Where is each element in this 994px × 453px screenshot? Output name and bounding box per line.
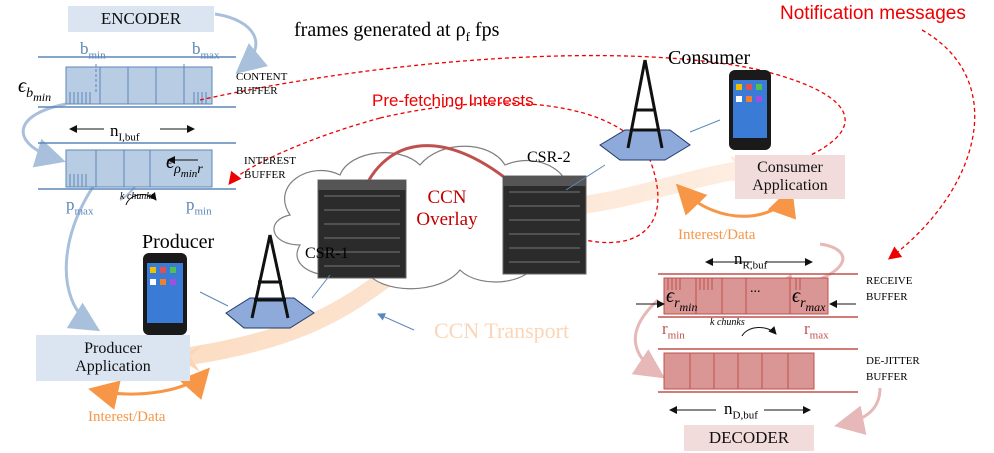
- csr1-label: CSR-1: [305, 245, 349, 262]
- k-chunks-left: k chunks: [120, 191, 155, 202]
- decoder-box: DECODER: [684, 425, 814, 451]
- dejitter-buffer-graphic: [658, 348, 858, 393]
- eps-rmin-label: ϵrmin: [666, 285, 698, 314]
- frames-text: frames generated at ρf fps: [294, 19, 500, 44]
- interest-buffer-graphic: [38, 142, 236, 190]
- overlay-link: [358, 144, 521, 201]
- access-point-icon-producer: [225, 234, 315, 329]
- encoder-box: ENCODER: [68, 6, 214, 32]
- producer-title: Producer: [142, 231, 215, 253]
- consumer-app-label-2: Application: [752, 177, 828, 194]
- interest-buffer-label-2: BUFFER: [244, 169, 286, 181]
- notification-label: Notification messages: [780, 3, 966, 24]
- interest-buffer-label-1: INTEREST: [244, 155, 296, 167]
- receive-buffer-label-2: BUFFER: [866, 291, 908, 303]
- bmax-label: bmax: [192, 39, 220, 62]
- dejitter-label-2: BUFFER: [866, 371, 908, 383]
- n-dbuf-label: nD,buf: [724, 399, 758, 422]
- phone-icon-consumer: [729, 70, 771, 150]
- content-buffer-graphic: [38, 56, 236, 108]
- interest-data-top: Interest/Data: [678, 227, 756, 243]
- receive-buffer-label-1: RECEIVE: [866, 275, 913, 287]
- eps-rho-label: ϵρminr: [166, 151, 203, 180]
- csr2-label: CSR-2: [527, 149, 571, 166]
- consumer-app-label-1: Consumer: [757, 158, 823, 176]
- dejitter-label-1: DE-JITTER: [866, 355, 920, 367]
- eps-bmin-label: ϵbmin: [18, 75, 52, 104]
- k-chunks-right: k chunks: [710, 317, 745, 328]
- eps-rmax-label: ϵrmax: [792, 285, 826, 314]
- encoder-to-buffer-arrow: [214, 12, 269, 74]
- interest-data-bottom: Interest/Data: [88, 409, 166, 425]
- producer-app-label-1: Producer: [84, 339, 142, 357]
- server-csr2: [502, 175, 587, 275]
- ccn-transport-label: CCN Transport: [434, 318, 570, 343]
- access-point-icon-consumer: [599, 59, 691, 161]
- n-ibuf-label: nI,buf: [110, 121, 140, 144]
- encoder-label: ENCODER: [100, 9, 182, 28]
- ccn-overlay-label-2: Overlay: [416, 209, 478, 230]
- notification-path: [887, 29, 976, 260]
- content-buffer-label-2: BUFFER: [236, 85, 278, 97]
- receive-dots: ...: [750, 281, 761, 296]
- consumer-title: Consumer: [668, 47, 751, 69]
- rmax-label: rmax: [804, 319, 829, 342]
- content-buffer-label-1: CONTENT: [236, 71, 288, 83]
- pmax-label: pmax: [66, 195, 94, 218]
- phone-icon-producer: [143, 253, 187, 335]
- producer-app-label-2: Application: [75, 358, 151, 375]
- bmin-label: bmin: [80, 39, 106, 62]
- notification-path-2: [199, 54, 846, 161]
- ccn-overlay-label-1: CCN: [427, 187, 467, 208]
- receive-buffer-graphic: [658, 273, 858, 318]
- producer-application-box: Producer Application: [36, 335, 190, 381]
- server-csr1: [317, 179, 407, 279]
- n-rbuf-label: nR,buf: [734, 249, 768, 272]
- pmin-label: pmin: [186, 195, 212, 218]
- rmin-label: rmin: [662, 319, 685, 342]
- prefetch-label: Pre-fetching Interests: [372, 91, 534, 110]
- decoder-label: DECODER: [708, 428, 790, 447]
- consumer-application-box: Consumer Application: [735, 155, 845, 199]
